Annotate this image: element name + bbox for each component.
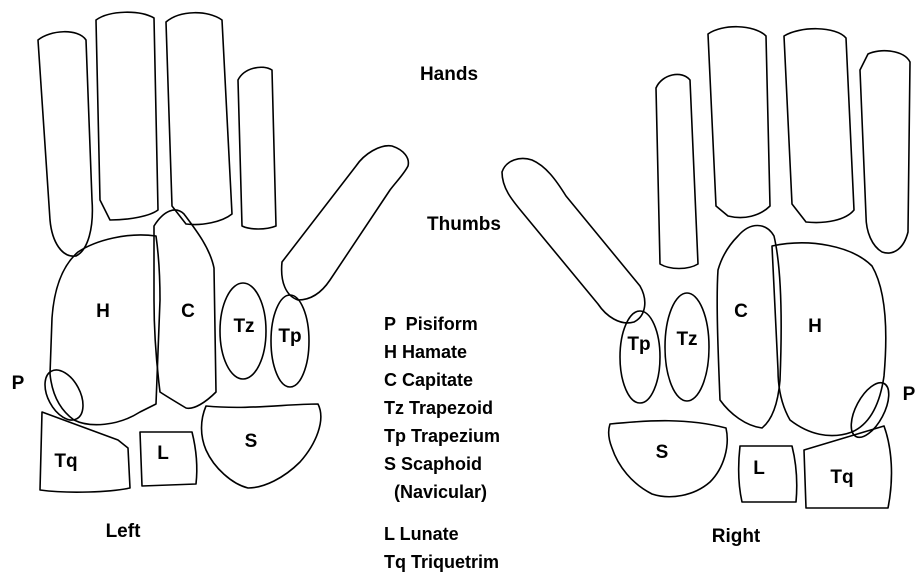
right-finger-4 [656, 74, 698, 268]
legend: P Pisiform H Hamate C Capitate Tz Trapez… [384, 314, 500, 572]
left-triquetrum-label: Tq [54, 451, 77, 472]
right-trapezium-label: Tp [627, 334, 650, 355]
right-lunate [739, 446, 797, 502]
right-pisiform-label: P [903, 384, 916, 405]
right-scaphoid-label: S [656, 442, 669, 463]
legend-item-pisiform: P Pisiform [384, 314, 478, 334]
right-hamate [772, 243, 886, 436]
legend-item-trapezoid: Tz Trapezoid [384, 398, 493, 418]
right-finger-2 [784, 29, 854, 223]
left-lunate-label: L [157, 443, 169, 464]
diagram-title: Hands [420, 64, 478, 85]
left-capitate-label: C [181, 301, 195, 322]
left-finger-3 [166, 13, 232, 225]
right-thumb [502, 159, 645, 323]
right-triquetrum-label: Tq [830, 467, 853, 488]
right-trapezoid-label: Tz [676, 329, 697, 350]
right-capitate [717, 226, 781, 429]
legend-item-scaphoid: S Scaphoid [384, 454, 482, 474]
left-thumb [282, 146, 409, 300]
left-scaphoid-label: S [245, 431, 258, 452]
left-trapezium-label: Tp [278, 326, 301, 347]
left-finger-1 [38, 32, 92, 256]
left-hamate [50, 235, 160, 425]
thumbs-label: Thumbs [427, 214, 501, 235]
right-lunate-label: L [753, 458, 765, 479]
left-hand [37, 12, 408, 492]
legend-item-lunate: L Lunate [384, 524, 459, 544]
right-capitate-label: C [734, 301, 748, 322]
left-hand-label: Left [106, 521, 142, 542]
right-finger-1 [860, 51, 910, 253]
left-finger-4 [238, 67, 276, 229]
right-trapezium [620, 311, 660, 403]
legend-item-capitate: C Capitate [384, 370, 473, 390]
legend-item-hamate: H Hamate [384, 342, 467, 362]
left-scaphoid [202, 404, 321, 488]
right-hand [502, 27, 910, 508]
right-hand-label: Right [712, 526, 761, 547]
right-finger-3 [708, 27, 770, 218]
right-hamate-label: H [808, 316, 822, 337]
legend-item-trapezium: Tp Trapezium [384, 426, 500, 446]
left-pisiform [37, 364, 91, 427]
legend-item-triquetrim: Tq Triquetrim [384, 552, 499, 572]
legend-item-navicular: (Navicular) [384, 482, 487, 502]
left-hamate-label: H [96, 301, 110, 322]
left-trapezoid-label: Tz [233, 316, 254, 337]
left-finger-2 [96, 12, 158, 220]
right-pisiform [844, 377, 897, 443]
left-pisiform-label: P [12, 373, 25, 394]
